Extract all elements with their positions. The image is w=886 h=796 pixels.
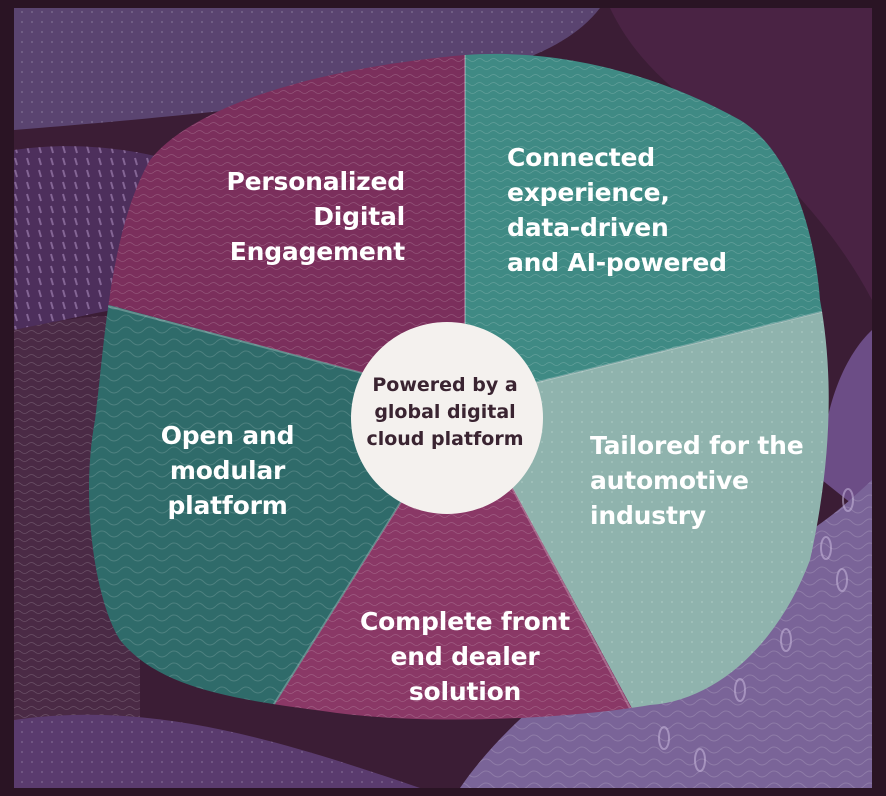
label-personalized-digital-engagement: Personalized Digital Engagement — [226, 167, 406, 266]
label-connected-experience: Connected experience, data-driven and AI… — [507, 143, 727, 277]
center-label: Powered by a global digital cloud platfo… — [366, 374, 524, 450]
label-open-modular: Open and modular platform — [160, 421, 295, 520]
label-complete-front-end: Complete front end dealer solution — [360, 607, 570, 706]
center-circle — [351, 322, 543, 514]
label-tailored-automotive: Tailored for the automotive industry — [590, 431, 804, 530]
bg-shape-right — [821, 330, 872, 520]
bg-shape-top-right — [610, 8, 872, 300]
